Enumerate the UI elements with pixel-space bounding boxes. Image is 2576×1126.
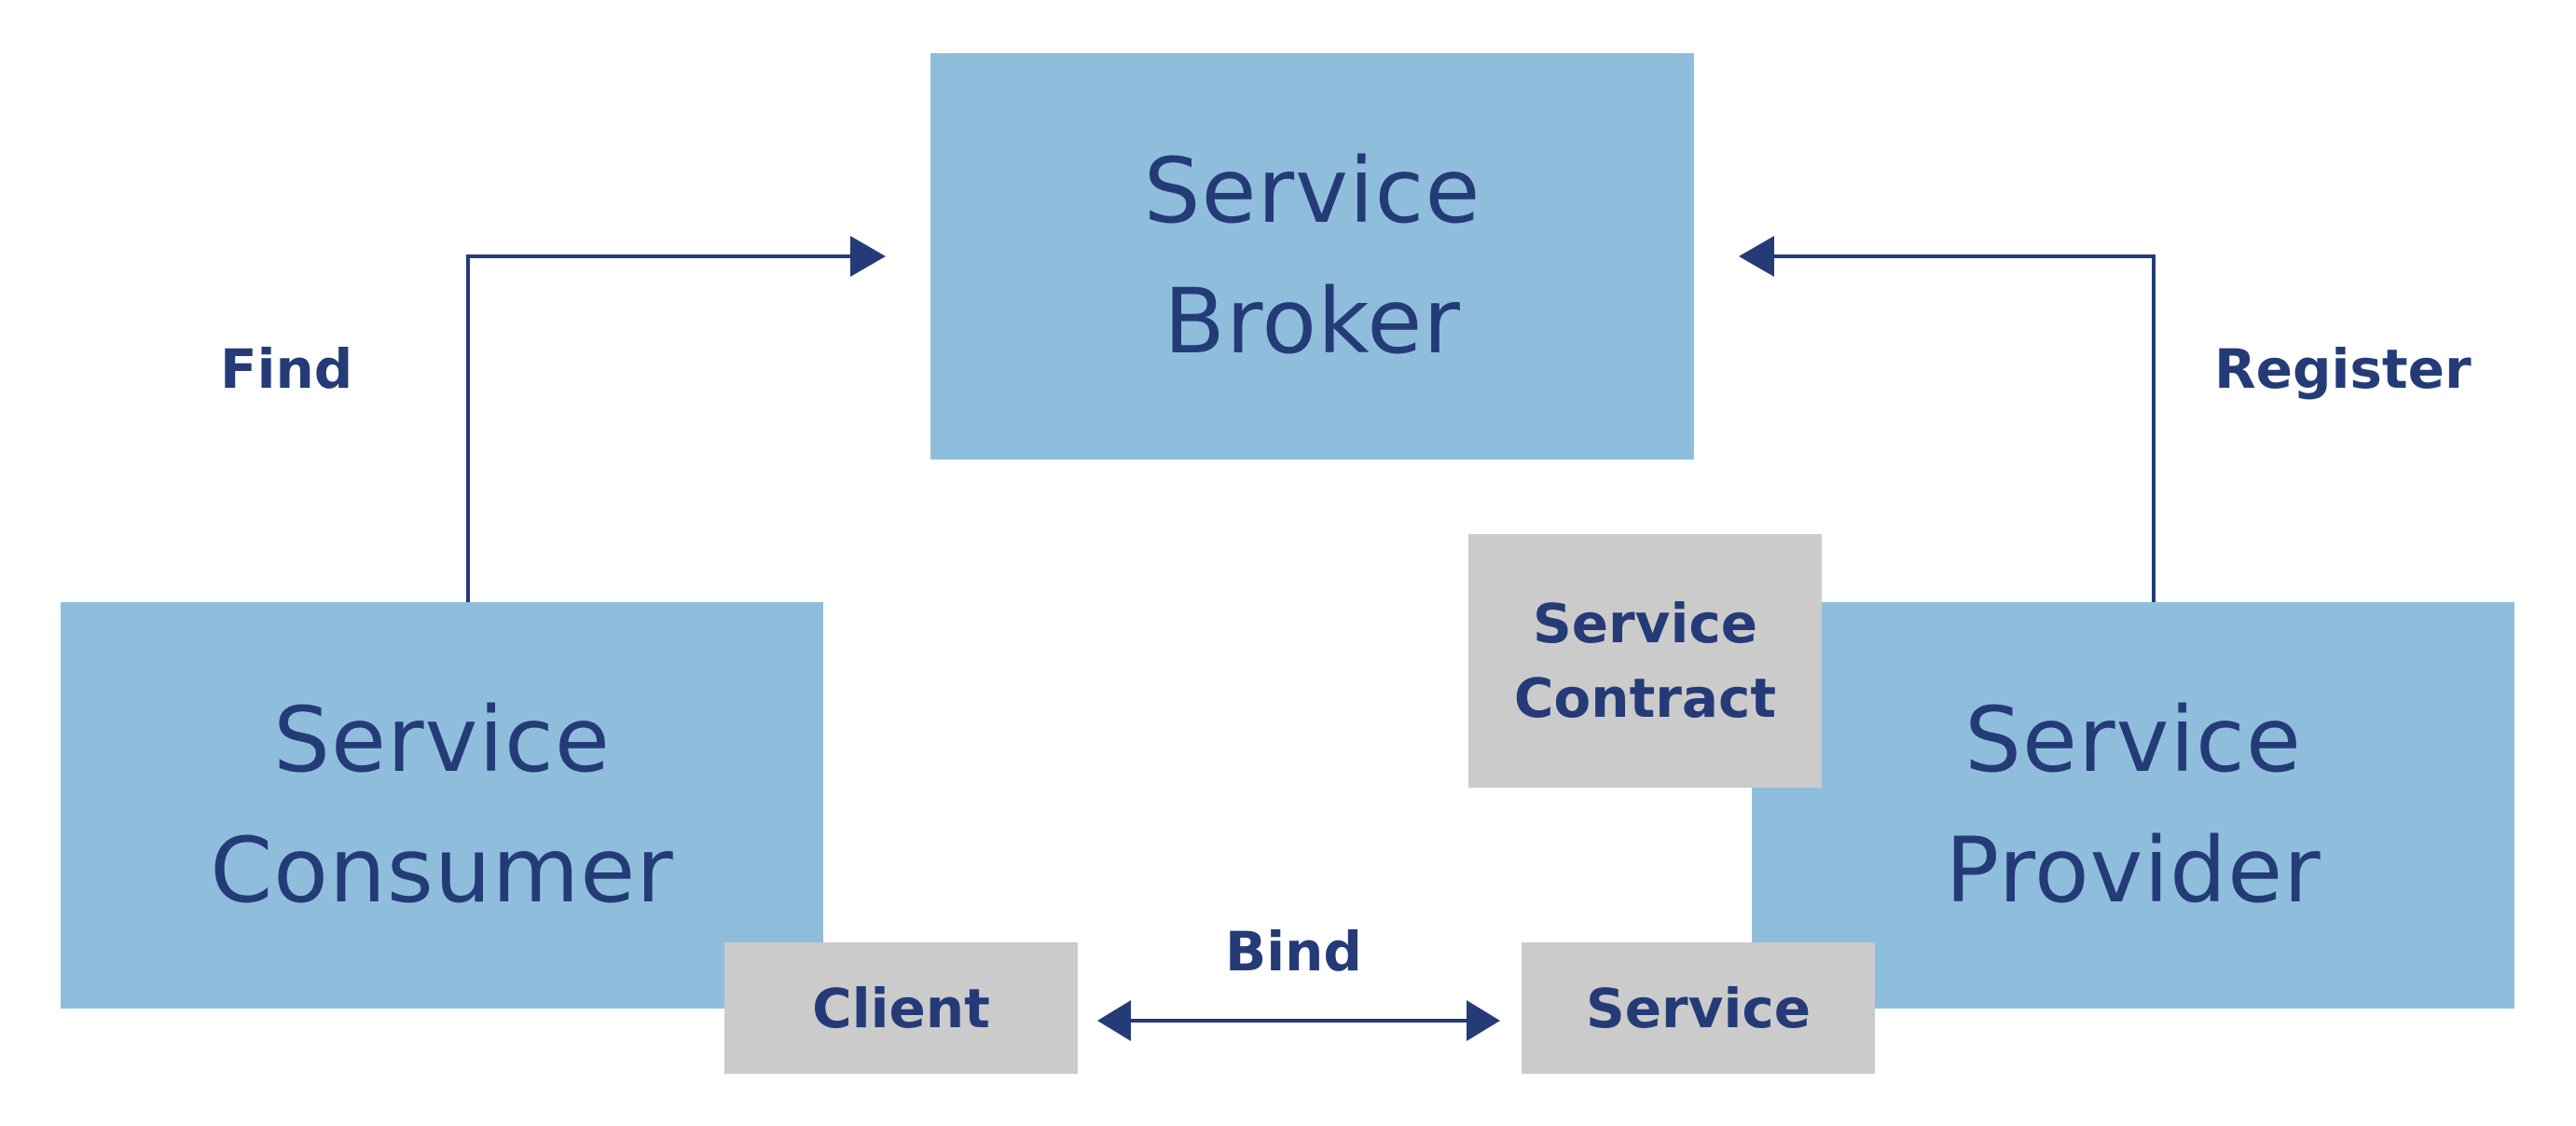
service-consumer-line1: Service (273, 688, 611, 792)
service-contract-line2: Contract (1513, 666, 1777, 730)
register-arrow-line (1774, 254, 2156, 602)
service-provider-line2: Provider (1945, 818, 2321, 923)
client-box: Client (724, 942, 1078, 1074)
bind-label: Bind (1225, 920, 1362, 983)
service-consumer-box: Service Consumer (61, 602, 823, 1009)
service-provider-line1: Service (1964, 688, 2302, 792)
service-label: Service (1585, 976, 1811, 1040)
service-provider-box: Service Provider (1752, 602, 2514, 1009)
register-label: Register (2214, 337, 2472, 401)
find-arrowhead (850, 236, 886, 277)
service-broker-line1: Service (1143, 139, 1481, 243)
service-broker-box: Service Broker (930, 53, 1694, 460)
service-broker-line2: Broker (1164, 269, 1461, 374)
find-label: Find (220, 337, 353, 401)
service-consumer-line2: Consumer (210, 818, 674, 923)
service-contract-line1: Service (1532, 592, 1758, 655)
bind-arrowhead-right (1467, 1000, 1500, 1041)
register-arrowhead (1739, 236, 1774, 277)
find-arrow-line (466, 254, 850, 602)
service-box: Service (1522, 942, 1875, 1074)
bind-arrowhead-left (1097, 1000, 1131, 1041)
client-label: Client (812, 976, 990, 1040)
service-contract-box: Service Contract (1468, 534, 1822, 788)
